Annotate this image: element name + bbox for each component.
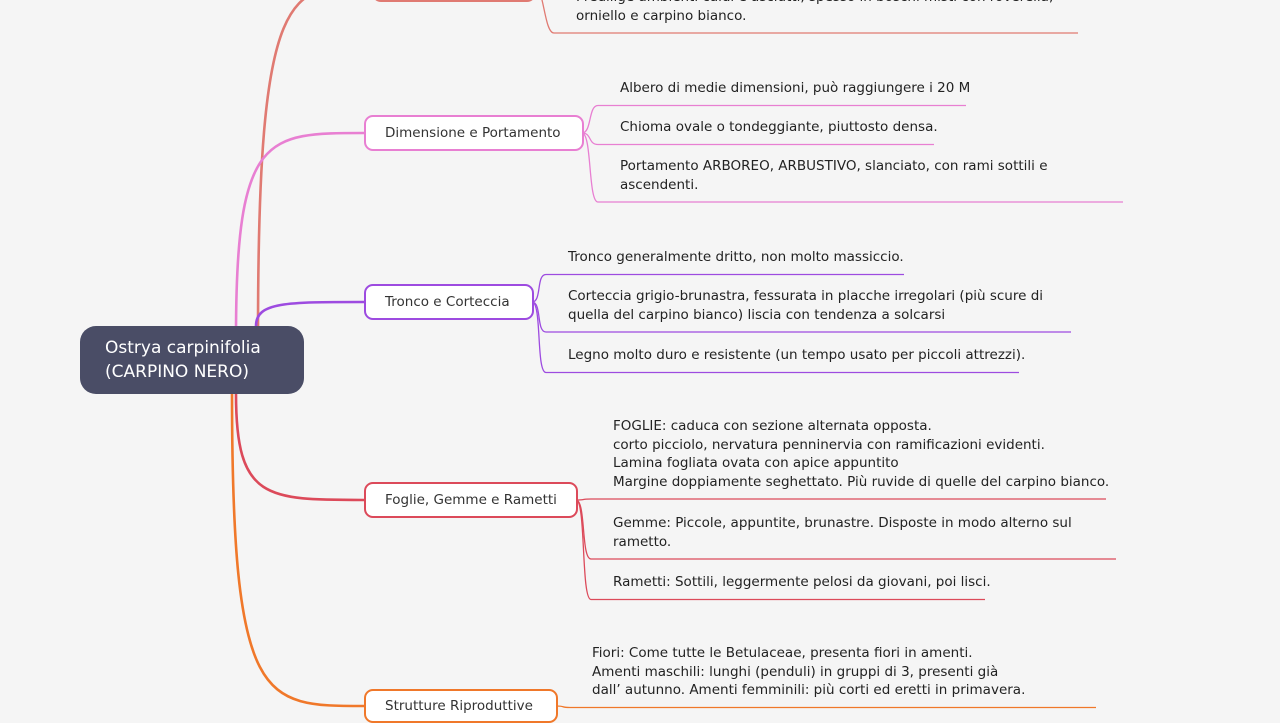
branch-label: Foglie, Gemme e Rametti <box>385 492 557 508</box>
leaf-line: rametto. <box>613 533 672 550</box>
leaf-line: corto picciolo, nervatura penninervia co… <box>613 436 1045 453</box>
leaf-line: Gemme: Piccole, appuntite, brunastre. Di… <box>613 515 1072 531</box>
leaf-connector <box>575 499 592 601</box>
branch-label: Strutture Riproduttive <box>385 698 533 714</box>
root-connector <box>234 131 365 337</box>
leaf-text[interactable]: Chioma ovale o tondeggiante, piuttosto d… <box>620 118 938 137</box>
leaf-connector <box>581 132 599 203</box>
branch-node-tronco[interactable]: Tronco e Corteccia <box>364 284 534 320</box>
leaf-connector <box>581 104 599 134</box>
leaf-text[interactable]: Gemme: Piccole, appuntite, brunastre. Di… <box>613 514 1072 551</box>
leaf-line: Fiori: Come tutte le Betulaceae, present… <box>592 645 973 661</box>
leaf-line: Margine doppiamente seghettato. Più ruvi… <box>613 473 1110 490</box>
leaf-line: dall’ autunno. Amenti femminili: più cor… <box>592 682 1026 698</box>
leaf-text[interactable]: Albero di medie dimensioni, può raggiung… <box>620 79 970 98</box>
root-subtitle: (CARPINO NERO) <box>105 362 249 382</box>
root-title: Ostrya carpinifolia <box>105 338 261 358</box>
leaf-text[interactable]: Predilige ambienti caldi e asciutti, spe… <box>576 0 1053 25</box>
leaf-text[interactable]: Fiori: Come tutte le Betulaceae, present… <box>592 644 1025 700</box>
leaf-line: Predilige ambienti caldi e asciutti, spe… <box>576 0 1053 7</box>
leaf-connector <box>555 705 571 709</box>
root-connector <box>256 0 305 335</box>
leaf-connector <box>541 0 555 34</box>
leaf-connector <box>531 273 547 303</box>
branch-node-foglie[interactable]: Foglie, Gemme e Rametti <box>364 482 578 518</box>
leaf-text[interactable]: Portamento ARBOREO, ARBUSTIVO, slanciato… <box>620 157 1048 194</box>
leaf-line: Rametti: Sottili, leggermente pelosi da … <box>613 574 991 590</box>
branch-label: Dimensione e Portamento <box>385 125 561 141</box>
leaf-connector <box>575 498 592 501</box>
leaf-connector <box>531 301 547 374</box>
leaf-line: Portamento ARBOREO, ARBUSTIVO, slanciato… <box>620 158 1048 174</box>
leaf-line: quella del carpino bianco) liscia con te… <box>568 306 946 323</box>
branch-node-habitat[interactable] <box>372 0 536 2</box>
leaf-line: Lamina fogliata ovata con apice appuntit… <box>613 455 899 471</box>
root-connector <box>230 391 365 708</box>
leaf-line: orniello e carpino bianco. <box>576 7 747 24</box>
leaf-text[interactable]: Tronco generalmente dritto, non molto ma… <box>568 248 904 267</box>
leaf-text[interactable]: Legno molto duro e resistente (un tempo … <box>568 346 1025 365</box>
leaf-line: FOGLIE: caduca con sezione alternata opp… <box>613 418 932 434</box>
leaf-line: Chioma ovale o tondeggiante, piuttosto d… <box>620 119 938 135</box>
branch-node-dimensione[interactable]: Dimensione e Portamento <box>364 115 584 151</box>
leaf-line: ascendenti. <box>620 176 699 193</box>
leaf-text[interactable]: Rametti: Sottili, leggermente pelosi da … <box>613 573 991 592</box>
leaf-line: Corteccia grigio-brunastra, fessurata in… <box>568 288 1044 304</box>
leaf-text[interactable]: FOGLIE: caduca con sezione alternata opp… <box>613 417 1109 491</box>
branch-node-strutture[interactable]: Strutture Riproduttive <box>364 689 558 723</box>
root-node[interactable]: Ostrya carpinifolia (CARPINO NERO) <box>80 326 304 394</box>
leaf-line: Tronco generalmente dritto, non molto ma… <box>568 249 904 265</box>
branch-label: Tronco e Corteccia <box>385 294 510 310</box>
root-connector <box>234 393 365 502</box>
root-connector <box>254 300 365 327</box>
leaf-line: Albero di medie dimensioni, può raggiung… <box>620 80 971 96</box>
leaf-text[interactable]: Corteccia grigio-brunastra, fessurata in… <box>568 287 1043 324</box>
leaf-line: Amenti maschili: lunghi (penduli) in gru… <box>592 663 999 680</box>
leaf-line: Legno molto duro e resistente (un tempo … <box>568 347 1026 363</box>
